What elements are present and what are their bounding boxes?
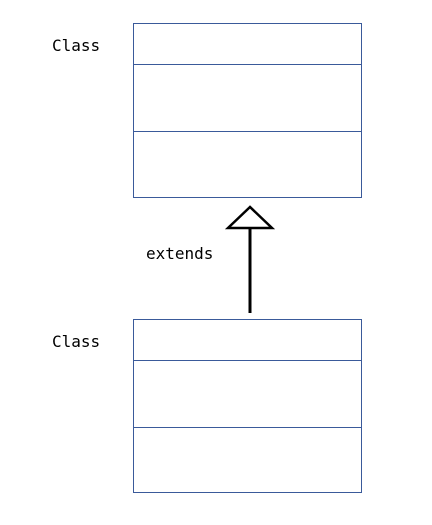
parent-class-box[interactable] — [133, 23, 362, 198]
relationship-label: extends — [146, 244, 214, 263]
child-class-name: Class — [52, 332, 101, 351]
child-class-box[interactable] — [133, 319, 362, 493]
child-class-attributes-compartment — [134, 361, 361, 428]
hollow-triangle-arrowhead — [224, 205, 276, 230]
child-class-name-compartment — [134, 320, 361, 361]
parent-class-attributes-compartment — [134, 65, 361, 132]
parent-class-name: Class — [52, 36, 101, 55]
child-class-operations-compartment — [134, 428, 361, 493]
parent-class-name-compartment — [134, 24, 361, 65]
